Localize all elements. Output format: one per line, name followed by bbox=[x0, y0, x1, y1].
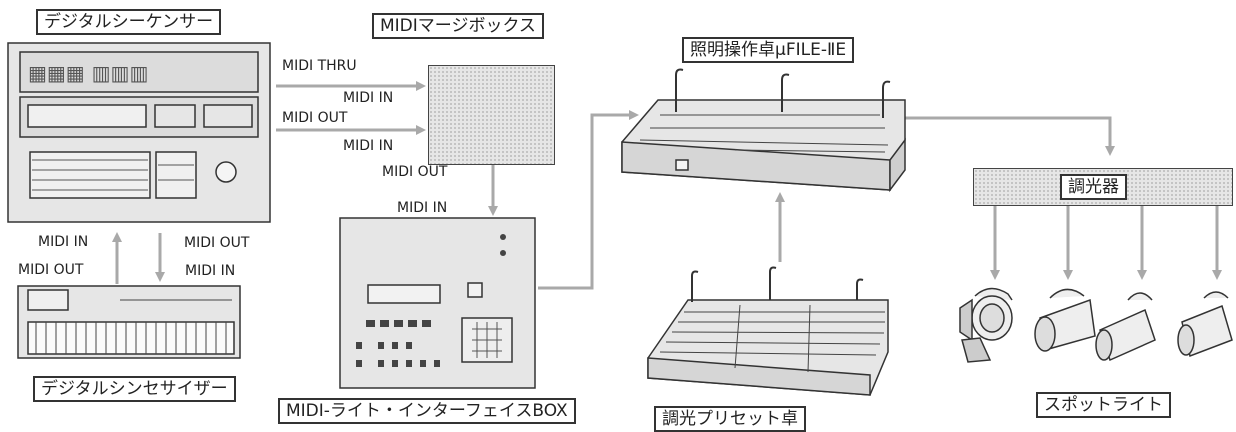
merge-box-device bbox=[428, 65, 555, 165]
spotlight-2 bbox=[1034, 288, 1096, 352]
spotlight-4 bbox=[1177, 291, 1233, 358]
spotlight-3 bbox=[1095, 292, 1156, 362]
signal-iface-in: MIDI IN bbox=[397, 200, 448, 216]
label-synthesizer: デジタルシンセサイザー bbox=[33, 376, 236, 402]
label-spotlight: スポットライト bbox=[1036, 392, 1171, 418]
spotlight-1 bbox=[959, 287, 1013, 363]
signal-merge-in-2: MIDI IN bbox=[343, 138, 394, 154]
signal-seq-out-down: MIDI OUT bbox=[184, 235, 250, 251]
signal-synth-out: MIDI OUT bbox=[18, 262, 84, 278]
signal-seq-in: MIDI IN bbox=[38, 234, 89, 250]
signal-seq-out: MIDI OUT bbox=[282, 110, 348, 126]
label-interface-box: MIDI-ライト・インターフェイスBOX bbox=[278, 398, 576, 424]
signal-seq-thru: MIDI THRU bbox=[282, 58, 357, 74]
label-preset-console: 調光プリセット卓 bbox=[654, 406, 806, 432]
svg-text:▦▦▦ ▥▥▥: ▦▦▦ ▥▥▥ bbox=[28, 61, 148, 85]
arrow-interface-to-console bbox=[538, 110, 639, 290]
arrow-console-to-dimmer bbox=[905, 116, 1115, 156]
label-sequencer: デジタルシーケンサー bbox=[36, 9, 222, 35]
signal-merge-in-1: MIDI IN bbox=[343, 90, 394, 106]
label-dimmer: 調光器 bbox=[1060, 174, 1127, 200]
label-merge-box: MIDIマージボックス bbox=[372, 13, 544, 39]
signal-synth-in: MIDI IN bbox=[185, 263, 236, 279]
signal-merge-out: MIDI OUT bbox=[382, 164, 448, 180]
label-lighting-console: 照明操作卓μFILE-ⅡE bbox=[682, 37, 855, 63]
